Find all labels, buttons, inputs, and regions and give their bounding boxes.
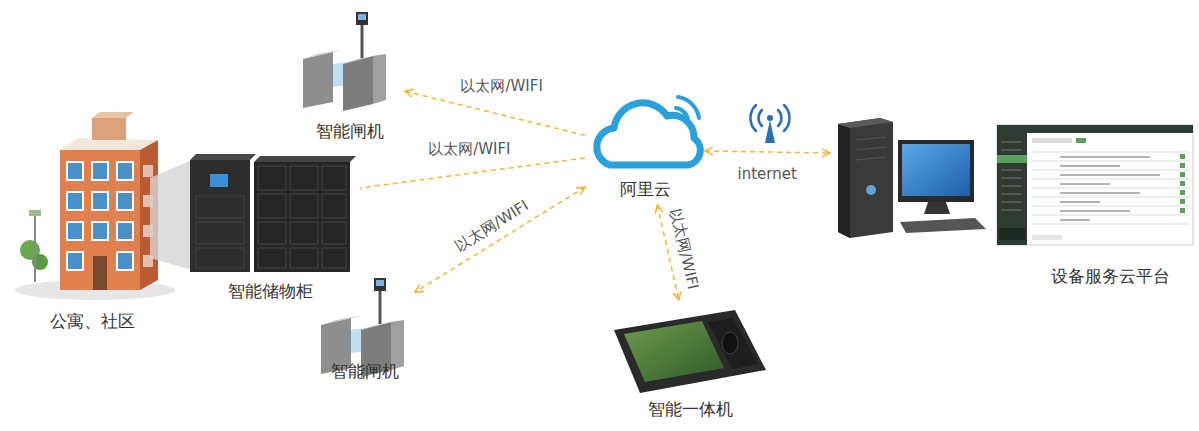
device-node: 阿里云 bbox=[585, 90, 705, 205]
gate-illustration bbox=[303, 12, 386, 111]
device-node: 公寓、社区 bbox=[20, 120, 165, 335]
node-caption: 设备服务云平台 bbox=[1051, 266, 1170, 286]
node-caption: 公寓、社区 bbox=[50, 311, 135, 331]
connection-label: internet bbox=[734, 165, 799, 184]
node-caption: 智能闸机 bbox=[316, 121, 384, 141]
dashed-connector bbox=[360, 158, 585, 188]
connection-label: 以太网/WIFI bbox=[665, 204, 703, 294]
device-node: 智能闸机 bbox=[315, 275, 415, 385]
antenna-icon bbox=[750, 105, 789, 143]
node-caption: 智能一体机 bbox=[648, 399, 733, 419]
device-node: 智能一体机 bbox=[605, 300, 775, 425]
terminal-illustration bbox=[614, 310, 766, 393]
platform-screenshot bbox=[997, 125, 1193, 245]
device-node: 智能闸机 bbox=[295, 10, 405, 145]
cloud-icon bbox=[597, 97, 701, 165]
device-node: 智能储物柜 bbox=[180, 150, 360, 305]
node-caption: 智能闸机 bbox=[331, 361, 399, 381]
node-caption: 智能储物柜 bbox=[228, 281, 313, 301]
device-node: 设备服务云平台 bbox=[830, 108, 1195, 290]
dashed-connector bbox=[405, 91, 585, 135]
locker-illustration bbox=[190, 154, 356, 272]
projection-shape bbox=[150, 160, 192, 270]
connection-label: 以太网/WIFI bbox=[425, 140, 513, 159]
connection-label: 以太网/WIFI bbox=[457, 77, 545, 96]
dashed-connector bbox=[415, 187, 585, 292]
computer-illustration bbox=[838, 118, 986, 238]
dashed-connector bbox=[705, 151, 830, 153]
node-caption: 阿里云 bbox=[620, 179, 671, 199]
